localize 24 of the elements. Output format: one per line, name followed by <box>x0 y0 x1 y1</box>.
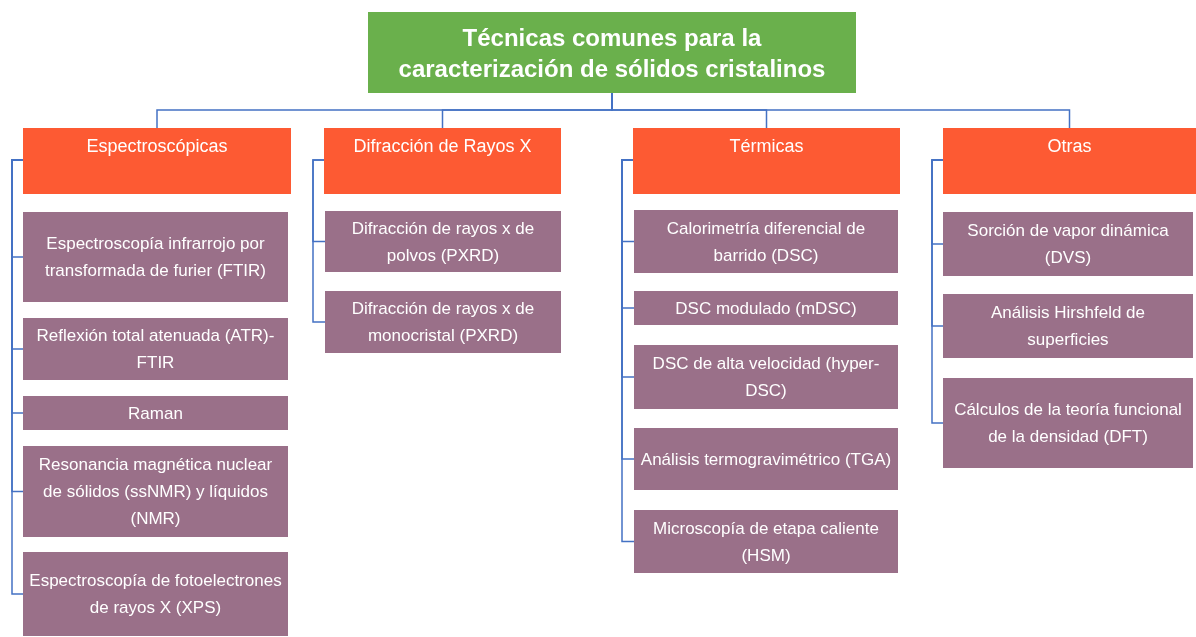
technique-box: DSC modulado (mDSC) <box>634 291 898 325</box>
connector-line <box>931 159 944 424</box>
technique-box: Sorción de vapor dinámica (DVS) <box>943 212 1193 276</box>
technique-box: Calorimetría diferencial de barrido (DSC) <box>634 210 898 273</box>
technique-box: Difracción de rayos x de polvos (PXRD) <box>325 211 561 272</box>
category-box: Difracción de Rayos X <box>324 128 561 194</box>
connector-line <box>621 159 635 543</box>
title-box: Técnicas comunes para la caracterización de sólidos cristalinos <box>368 12 856 93</box>
category-box: Otras <box>943 128 1196 194</box>
technique-box: Análisis Hirshfeld de superficies <box>943 294 1193 358</box>
category-box: Espectroscópicas <box>23 128 291 194</box>
technique-box: Microscopía de etapa caliente (HSM) <box>634 510 898 573</box>
connector-line <box>11 159 24 595</box>
connector-line <box>312 159 326 323</box>
technique-box: DSC de alta velocidad (hyper-DSC) <box>634 345 898 409</box>
technique-box: Reflexión total atenuada (ATR)-FTIR <box>23 318 288 380</box>
technique-box: Raman <box>23 396 288 430</box>
technique-box: Análisis termogravimétrico (TGA) <box>634 428 898 490</box>
technique-box: Espectroscopía infrarrojo por transformada de furier (FTIR) <box>23 212 288 302</box>
technique-box: Espectroscopía de fotoelectrones de rayos X (XPS) <box>23 552 288 636</box>
technique-box: Cálculos de la teoría funcional de la densidad (DFT) <box>943 378 1193 468</box>
technique-box: Resonancia magnética nuclear de sólidos (ssNMR) y líquidos (NMR) <box>23 446 288 537</box>
technique-box: Difracción de rayos x de monocristal (PXRD) <box>325 291 561 353</box>
category-box: Térmicas <box>633 128 900 194</box>
